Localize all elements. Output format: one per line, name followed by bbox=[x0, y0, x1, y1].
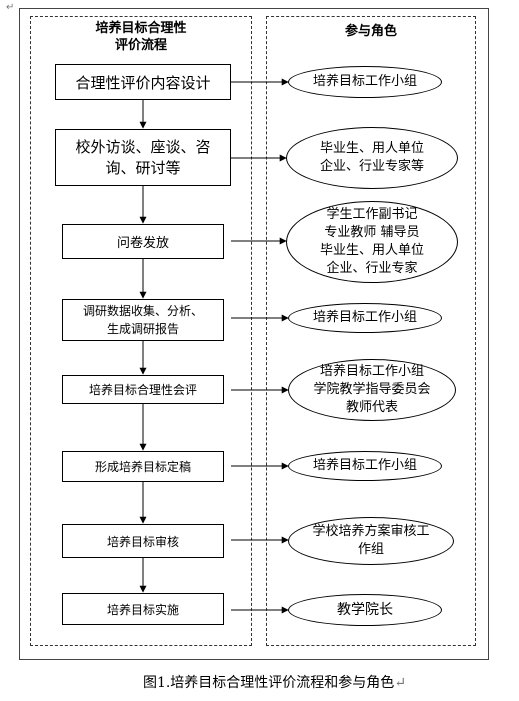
step-6-line-1: 形成培养目标定稿 bbox=[94, 460, 191, 474]
role-7-line-2: 作组 bbox=[357, 542, 384, 557]
step-interviews: 校外访谈、座谈、咨 询、研讨等 bbox=[55, 129, 231, 186]
step-4-line-1: 调研数据收集、分析、 bbox=[82, 304, 203, 318]
figure-caption: 图1.培养目标合理性评价流程和参与角色↵ bbox=[0, 672, 519, 692]
role-3-line-3: 毕业生、用人单位 bbox=[319, 243, 424, 258]
step-content-design: 合理性评价内容设计 bbox=[55, 64, 231, 100]
role-graduates-employers: 毕业生、用人单位 企业、行业专家等 bbox=[286, 127, 458, 189]
role-2-line-2: 企业、行业专家等 bbox=[319, 159, 424, 174]
process-panel-title: 培养目标合理性 评价流程 bbox=[30, 20, 252, 54]
step-7-line-1: 培养目标审核 bbox=[106, 534, 179, 549]
process-title-line-1: 培养目标合理性 bbox=[95, 21, 187, 36]
role-7-line-1: 学校培养方案审核工 bbox=[312, 524, 430, 539]
role-4-line-1: 培养目标工作小组 bbox=[312, 310, 417, 325]
role-committee: 培养目标工作小组 学院教学指导委员会 教师代表 bbox=[288, 359, 456, 421]
step-questionnaire: 问卷发放 bbox=[62, 224, 224, 259]
role-8-line-1: 教学院长 bbox=[337, 602, 393, 618]
roles-panel-title: 参与角色 bbox=[344, 24, 397, 39]
step-review-meeting: 培养目标合理性会评 bbox=[62, 375, 224, 404]
diagram-frame bbox=[19, 8, 489, 660]
step-3-line-1: 问卷发放 bbox=[116, 236, 169, 251]
role-working-group-1: 培养目标工作小组 bbox=[288, 66, 442, 98]
role-5-line-3: 教师代表 bbox=[345, 400, 398, 415]
step-1-line-1: 合理性评价内容设计 bbox=[75, 73, 211, 92]
role-6-line-1: 培养目标工作小组 bbox=[312, 458, 417, 473]
process-title-line-2: 评价流程 bbox=[114, 38, 167, 53]
step-5-line-1: 培养目标合理性会评 bbox=[88, 383, 197, 397]
paragraph-mark: ↵ bbox=[6, 2, 15, 13]
step-implement: 培养目标实施 bbox=[62, 593, 224, 625]
step-4-line-2: 生成调研报告 bbox=[106, 322, 179, 336]
step-2-line-1: 校外访谈、座谈、咨 bbox=[75, 137, 211, 156]
step-2-line-2: 询、研讨等 bbox=[105, 158, 181, 177]
process-panel bbox=[30, 16, 252, 646]
role-working-group-2: 培养目标工作小组 bbox=[288, 303, 442, 333]
caption-paragraph-mark: ↵ bbox=[394, 675, 407, 691]
role-2-line-1: 毕业生、用人单位 bbox=[319, 141, 424, 156]
step-audit: 培养目标审核 bbox=[62, 524, 224, 558]
step-finalize: 形成培养目标定稿 bbox=[62, 451, 224, 482]
roles-panel bbox=[266, 16, 476, 646]
role-working-group-3: 培养目标工作小组 bbox=[288, 451, 442, 481]
role-stakeholders: 学生工作副书记 专业教师 辅导员 毕业生、用人单位 企业、行业专家 bbox=[286, 201, 458, 283]
role-1-line-1: 培养目标工作小组 bbox=[312, 74, 417, 89]
role-5-line-1: 培养目标工作小组 bbox=[319, 364, 424, 379]
step-8-line-1: 培养目标实施 bbox=[106, 602, 179, 617]
role-3-line-2: 专业教师 辅导员 bbox=[324, 225, 420, 240]
step-data-analysis: 调研数据收集、分析、 生成调研报告 bbox=[62, 299, 224, 341]
role-audit-group: 学校培养方案审核工 作组 bbox=[288, 517, 454, 565]
role-dean: 教学院长 bbox=[288, 594, 442, 626]
role-3-line-1: 学生工作副书记 bbox=[326, 207, 418, 222]
role-3-line-4: 企业、行业专家 bbox=[326, 261, 418, 276]
role-5-line-2: 学院教学指导委员会 bbox=[313, 382, 431, 397]
figure-caption-text: 图1.培养目标合理性评价流程和参与角色 bbox=[142, 675, 395, 691]
